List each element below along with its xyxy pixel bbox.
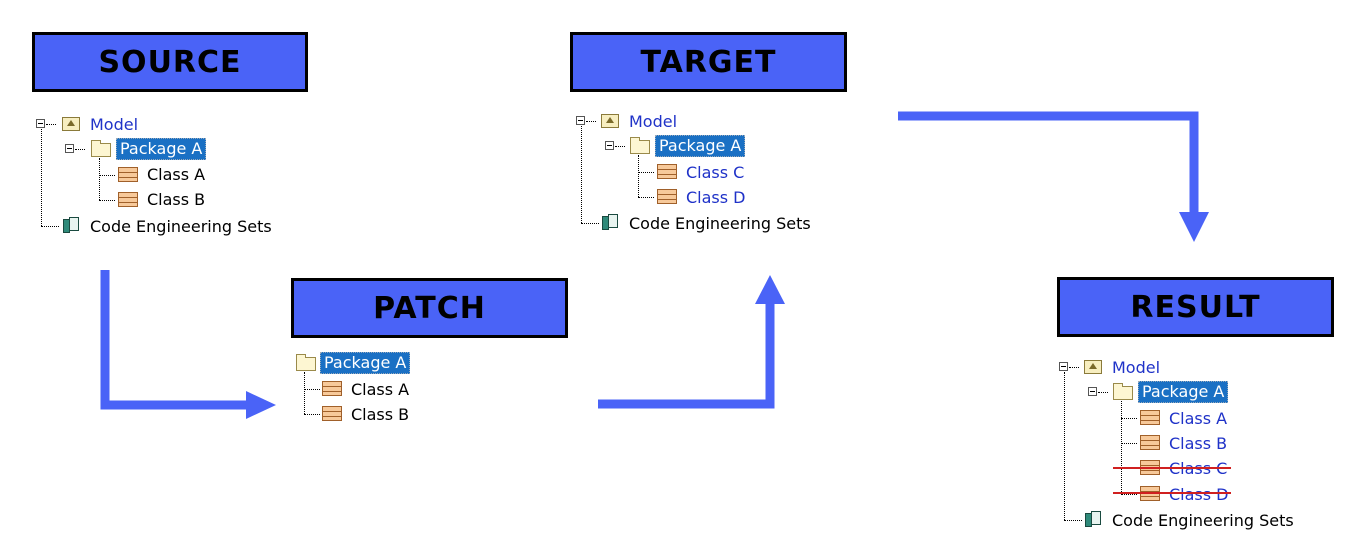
arrowhead-result [1179,212,1209,242]
class-icon [118,192,138,207]
result-class-b-label[interactable]: Class B [1169,433,1228,453]
expand-collapse-icon[interactable] [605,141,614,150]
result-package-label[interactable]: Package A [1138,381,1229,403]
source-title-text: SOURCE [98,44,242,80]
class-icon [322,381,342,396]
result-title: RESULT [1057,277,1334,337]
arrowhead-target [755,275,785,304]
class-icon [657,189,677,204]
result-ces-label[interactable]: Code Engineering Sets [1112,510,1294,530]
package-folder-icon [1113,383,1133,400]
result-model-label[interactable]: Model [1112,357,1161,377]
source-class-b-label[interactable]: Class B [147,189,206,209]
target-class-d-label[interactable]: Class D [686,187,746,207]
source-class-a-label[interactable]: Class A [147,164,206,184]
expand-collapse-icon[interactable] [1088,387,1097,396]
code-engineering-sets-icon [602,214,618,231]
patch-class-a-label[interactable]: Class A [351,379,410,399]
model-icon [1084,360,1102,374]
class-icon [322,406,342,421]
code-engineering-sets-icon [63,217,79,234]
package-folder-icon [630,137,650,154]
code-engineering-sets-icon [1085,511,1101,528]
target-title: TARGET [570,32,847,92]
package-folder-icon [296,354,316,371]
result-class-d-label[interactable]: Class D [1169,484,1229,504]
deleted-strike-line [1113,492,1231,494]
arrow-target-to-result [898,111,1199,214]
patch-title: PATCH [291,278,568,338]
expand-collapse-icon[interactable] [65,144,74,153]
source-title: SOURCE [32,32,308,92]
patch-title-text: PATCH [373,290,486,326]
arrow-patch-to-target [598,302,775,409]
class-icon [118,167,138,182]
source-ces-label[interactable]: Code Engineering Sets [90,216,272,236]
patch-package-label[interactable]: Package A [320,352,411,374]
source-model-label[interactable]: Model [90,114,139,134]
target-ces-label[interactable]: Code Engineering Sets [629,213,811,233]
model-icon [601,114,619,128]
target-class-c-label[interactable]: Class C [686,162,745,182]
target-model-label[interactable]: Model [629,111,678,131]
patch-class-b-label[interactable]: Class B [351,404,410,424]
result-class-a-label[interactable]: Class A [1169,408,1228,428]
class-icon [657,164,677,179]
expand-collapse-icon[interactable] [1059,362,1068,371]
target-package-label[interactable]: Package A [655,135,746,157]
expand-collapse-icon[interactable] [36,119,45,128]
model-icon [62,117,80,131]
class-icon [1140,410,1160,425]
result-title-text: RESULT [1130,289,1261,325]
arrow-source-to-patch [100,270,248,410]
class-icon [1140,435,1160,450]
deleted-strike-line [1113,467,1231,469]
target-title-text: TARGET [640,44,777,80]
package-folder-icon [91,140,111,157]
arrowhead-patch [246,391,276,419]
source-package-label[interactable]: Package A [116,138,207,160]
expand-collapse-icon[interactable] [576,116,585,125]
